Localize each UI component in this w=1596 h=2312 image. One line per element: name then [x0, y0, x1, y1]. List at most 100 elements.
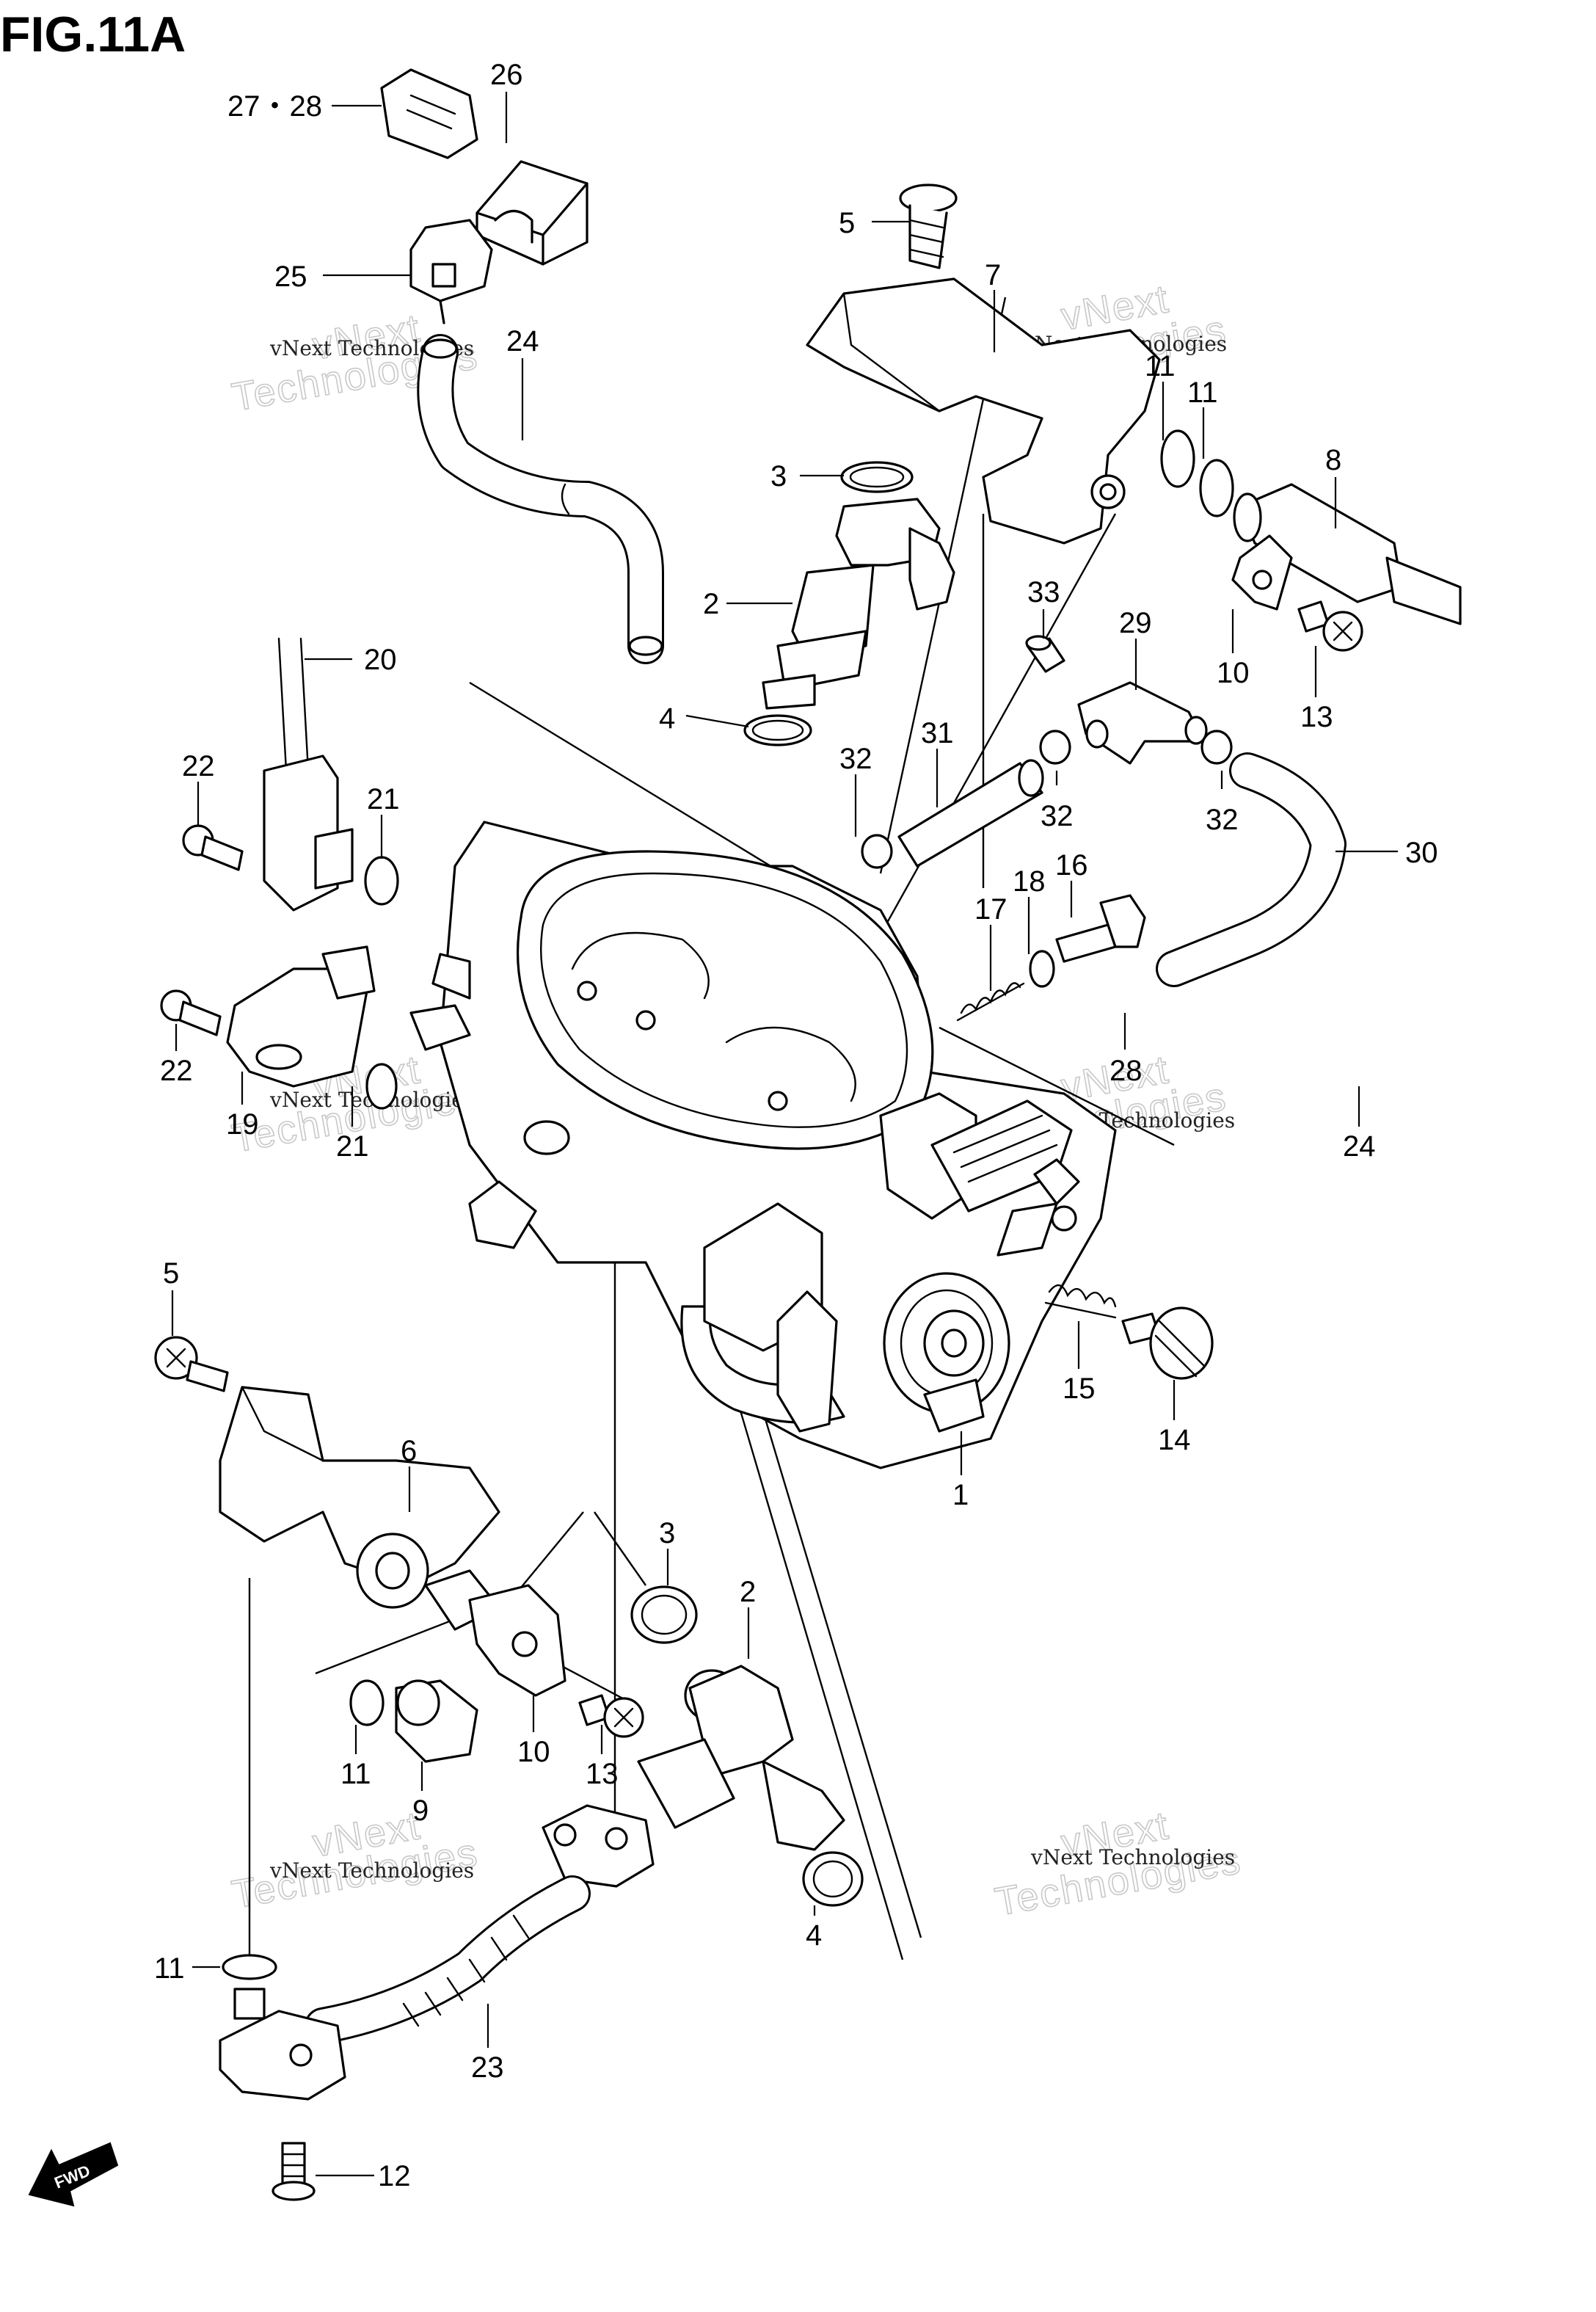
callout-19: 19: [226, 1108, 259, 1141]
figure-title: FIG.11A: [0, 7, 186, 62]
callout-11: 11: [340, 1758, 371, 1790]
assembly-lines: [248, 297, 1175, 1967]
part-11-oring-low: [349, 1679, 385, 1726]
part-10-bracket-low: [468, 1584, 566, 1697]
part-30-hose: [1156, 752, 1347, 987]
part-16-screw: [1055, 894, 1146, 963]
part-3-oring-top: [840, 461, 914, 493]
part-22-screw-top: [182, 824, 244, 871]
watermark-5: vNext Technologies vNext Technologies: [228, 1803, 482, 1917]
callout-15: 15: [1063, 1373, 1096, 1405]
part-10-bracket-top: [1231, 534, 1293, 611]
part-21-oring-top: [364, 856, 399, 906]
part-4-oring-top: [743, 714, 812, 746]
part-3-oring-low: [630, 1585, 698, 1644]
part-32-clip-c: [861, 834, 893, 869]
part-29-tjoint: [1077, 681, 1208, 765]
callout-26: 26: [490, 59, 523, 91]
callout-11: 11: [154, 1952, 185, 1985]
callout-6: 6: [401, 1435, 417, 1467]
watermark-small: vNext Technologies: [1030, 1845, 1235, 1869]
part-25-connector: [409, 219, 493, 324]
callout-29: 29: [1119, 607, 1152, 639]
part-1-throttle-body: [409, 821, 1117, 1469]
part-20-sensor-wired: [263, 637, 354, 912]
callout-32: 32: [839, 743, 872, 775]
part-18-oring: [1029, 950, 1055, 988]
callout-12: 12: [378, 2160, 411, 2192]
part-5-screw-top: [899, 183, 958, 269]
callout-30: 30: [1405, 837, 1438, 869]
part-2-injector-top: [762, 498, 955, 710]
part-32-clip-b: [1200, 730, 1233, 765]
callout-3: 3: [770, 460, 787, 492]
watermark-6: vNext Technologies vNext Technologies: [991, 1803, 1245, 1924]
callout-21: 21: [336, 1130, 369, 1163]
fwd-arrow-icon: FWD: [28, 2142, 119, 2207]
part-4-oring-low: [802, 1851, 864, 1907]
part-22-screw-low: [160, 989, 222, 1036]
callout-2: 2: [703, 588, 719, 620]
part-13-screw-top: [1297, 600, 1363, 652]
part-32-clip-a: [1039, 730, 1071, 765]
callout-17: 17: [974, 893, 1007, 926]
callout-28: 28: [1109, 1055, 1143, 1087]
part-12-bolt: [272, 2142, 316, 2201]
callout-8: 8: [1325, 444, 1341, 476]
callout-5: 5: [839, 207, 855, 239]
callout-33: 33: [1027, 576, 1060, 608]
part-2-injector-low: [637, 1665, 845, 1851]
callout-13: 13: [586, 1758, 619, 1790]
callout-16: 16: [1055, 849, 1088, 881]
callout-22: 22: [160, 1055, 193, 1087]
callout-11: 11: [1187, 377, 1218, 409]
callout-20: 20: [364, 644, 397, 676]
callout-2: 2: [740, 1576, 756, 1608]
callout-32: 32: [1041, 800, 1074, 832]
callout-18: 18: [1013, 865, 1046, 898]
part-14-knob-screw: [1121, 1306, 1214, 1380]
callout-10: 10: [517, 1736, 550, 1768]
callout-4: 4: [659, 702, 675, 735]
part-5-screw-low: [154, 1336, 229, 1392]
callout-31: 31: [921, 717, 954, 749]
part-31-hose: [897, 759, 1044, 868]
callout-labels: 27・28 26 25 24 5 7 11 11 8 3 2 4 33 29 1…: [154, 59, 1438, 2192]
part-26-connector: [475, 160, 589, 266]
callout-25: 25: [274, 261, 307, 293]
leader-lines: [171, 92, 1398, 2177]
callout-14: 14: [1158, 1424, 1191, 1456]
part-15-spring: [1044, 1284, 1117, 1319]
callout-5: 5: [163, 1257, 179, 1290]
callout-1: 1: [952, 1479, 969, 1511]
part-13-screw-low: [578, 1694, 644, 1738]
part-27-28-clip: [380, 68, 478, 159]
callout-22: 22: [182, 750, 215, 782]
callout-21: 21: [367, 783, 400, 815]
callout-7: 7: [985, 259, 1001, 291]
part-19-sensor: [226, 945, 376, 1088]
callout-13: 13: [1300, 701, 1333, 733]
part-21-oring-low: [365, 1063, 398, 1110]
callout-9: 9: [412, 1795, 429, 1827]
part-8-regulator: [1233, 483, 1462, 625]
part-11-oring-bottom: [222, 1954, 277, 1980]
part-7-delivery-pipe: [806, 277, 1161, 545]
part-11-orings-top: [1160, 429, 1234, 517]
part-6-delivery-pipe: [219, 1386, 500, 1631]
callout-23: 23: [471, 2051, 504, 2084]
callout-27-28: 27・28: [227, 90, 322, 123]
callout-4: 4: [806, 1919, 822, 1952]
part-9-cap: [395, 1679, 478, 1763]
callout-32: 32: [1206, 804, 1239, 836]
callout-11: 11: [1145, 350, 1176, 382]
watermark-small: vNext Technologies: [269, 1858, 474, 1883]
part-24-hose-upper: [417, 334, 664, 664]
callout-10: 10: [1217, 657, 1250, 689]
part-17-spring: [956, 982, 1025, 1022]
part-33-cap: [1025, 635, 1065, 673]
part-23-fuel-hose: [219, 1804, 655, 2101]
callout-24: 24: [1343, 1130, 1376, 1163]
